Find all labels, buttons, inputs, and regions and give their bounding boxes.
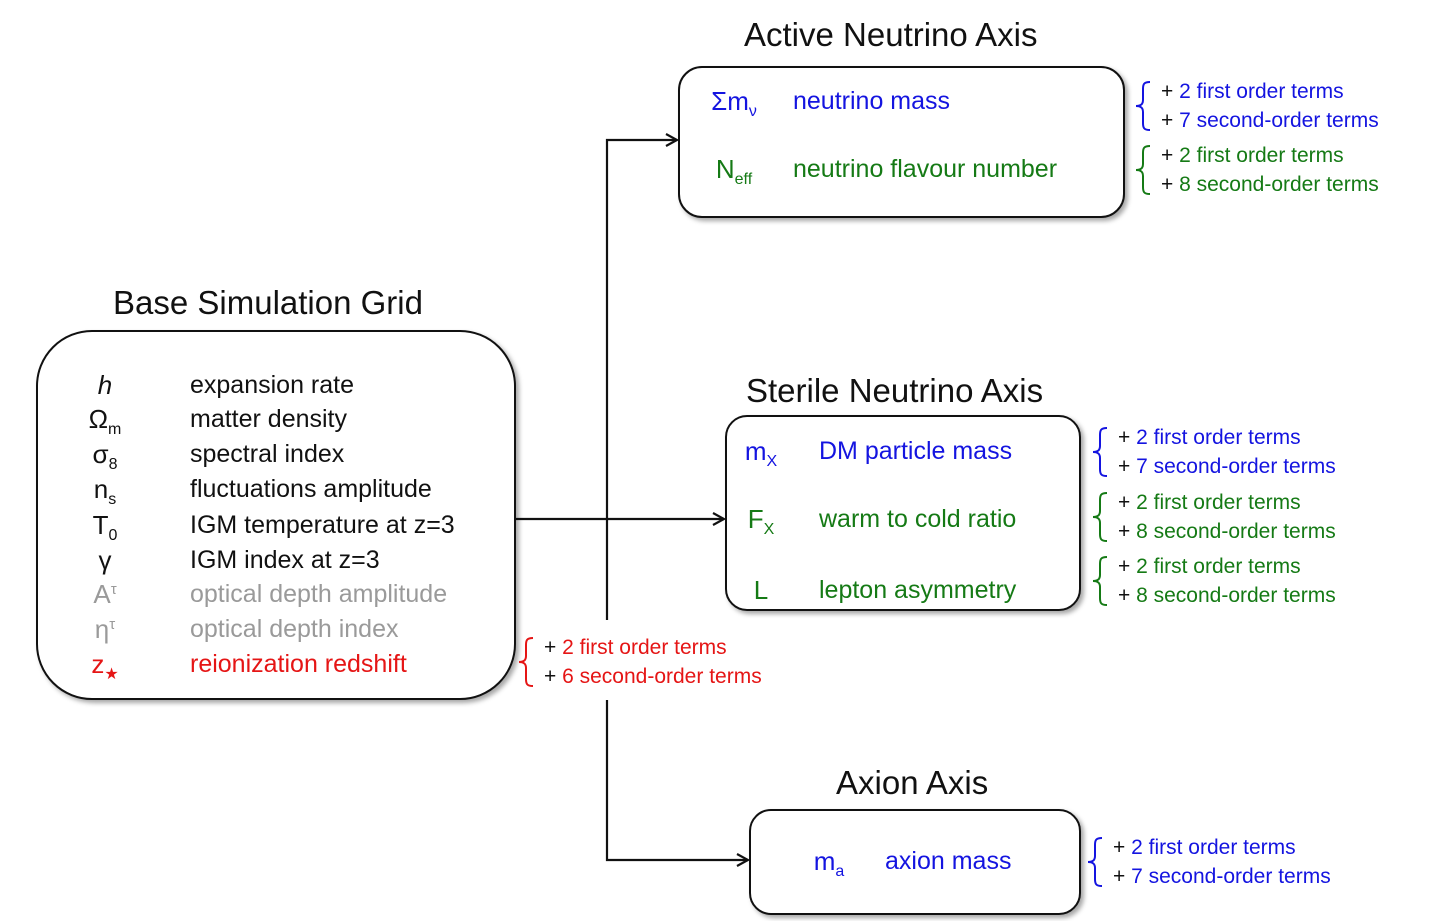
- param-symbol: FX: [747, 504, 775, 538]
- param-symbol: ns: [93, 474, 117, 508]
- axis-terms-list-brace: [1135, 81, 1151, 131]
- param-symbol: Ωm: [88, 404, 122, 438]
- param-description: expansion rate: [190, 371, 355, 399]
- param-symbol: L: [753, 575, 769, 605]
- plus-sign: +: [1161, 80, 1180, 103]
- axis-terms-list-brace: [1087, 837, 1103, 887]
- plus-sign: +: [1161, 173, 1180, 196]
- second-order-terms: 8 second-order terms: [1136, 584, 1336, 607]
- param-symbol: ητ: [94, 614, 116, 644]
- axis-terms-list-brace: [1092, 427, 1108, 477]
- param-description: IGM index at z=3: [190, 546, 380, 574]
- plus-sign: +: [1113, 836, 1132, 859]
- axis-terms-list: + 2 first order terms+ 7 second-order te…: [1113, 833, 1331, 891]
- param-symbol: z★: [91, 649, 119, 683]
- first-order-terms: 2 first order terms: [1136, 491, 1301, 514]
- axis-terms-list: + 2 first order terms+ 8 second-order te…: [1161, 141, 1379, 199]
- axion-axis-title: Axion Axis: [836, 764, 989, 801]
- param-symbol: T0: [92, 510, 118, 544]
- axis-terms-list: + 2 first order terms+ 8 second-order te…: [1118, 488, 1336, 546]
- param-description: lepton asymmetry: [819, 576, 1017, 604]
- base-grid-title: Base Simulation Grid: [113, 284, 423, 321]
- first-order-terms: 2 first order terms: [1136, 426, 1301, 449]
- param-symbol: ma: [813, 846, 845, 880]
- base-terms-list: + 2 first order terms+ 6 second-order te…: [544, 633, 762, 691]
- second-order-terms: 7 second-order terms: [1179, 109, 1379, 132]
- axion-axis-box: [749, 809, 1081, 915]
- param-description: warm to cold ratio: [819, 505, 1017, 533]
- param-description: spectral index: [190, 440, 345, 468]
- axis-terms-list-brace: [1092, 556, 1108, 606]
- axis-terms-list-brace: [1092, 492, 1108, 542]
- param-description: fluctuations amplitude: [190, 475, 432, 503]
- param-symbol: Neff: [715, 154, 753, 188]
- second-order-terms: 8 second-order terms: [1179, 173, 1379, 196]
- plus-sign: +: [1118, 455, 1137, 478]
- param-description: optical depth index: [190, 615, 399, 643]
- first-order-terms: 2 first order terms: [1131, 836, 1296, 859]
- param-symbol: mX: [744, 436, 778, 470]
- plus-sign: +: [1118, 426, 1137, 449]
- first-order-terms: 2 first order terms: [562, 636, 727, 659]
- plus-sign: +: [1161, 109, 1180, 132]
- second-order-terms: 6 second-order terms: [562, 665, 762, 688]
- param-symbol: h: [97, 370, 113, 400]
- param-description: IGM temperature at z=3: [190, 511, 455, 539]
- plus-sign: +: [1118, 491, 1137, 514]
- second-order-terms: 7 second-order terms: [1131, 865, 1331, 888]
- second-order-terms: 7 second-order terms: [1136, 455, 1336, 478]
- sterile-axis-box: [725, 415, 1081, 611]
- param-description: DM particle mass: [819, 437, 1013, 465]
- param-description: matter density: [190, 405, 348, 433]
- axis-terms-list: + 2 first order terms+ 7 second-order te…: [1161, 77, 1379, 135]
- axis-terms-list-brace: [1135, 145, 1151, 195]
- param-description: axion mass: [885, 847, 1012, 875]
- active-axis-box: [678, 66, 1125, 218]
- plus-sign: +: [1161, 144, 1180, 167]
- param-symbol: σ8: [92, 439, 118, 473]
- param-description: neutrino flavour number: [793, 155, 1058, 183]
- plus-sign: +: [544, 636, 563, 659]
- param-description: reionization redshift: [190, 650, 407, 678]
- param-symbol: Aτ: [93, 579, 117, 609]
- sterile-axis-title: Sterile Neutrino Axis: [746, 372, 1044, 409]
- active-axis-title: Active Neutrino Axis: [744, 16, 1038, 53]
- param-symbol: Σmν: [711, 86, 757, 120]
- first-order-terms: 2 first order terms: [1179, 80, 1344, 103]
- plus-sign: +: [544, 665, 563, 688]
- param-symbol: γ: [98, 545, 112, 575]
- plus-sign: +: [1113, 865, 1132, 888]
- plus-sign: +: [1118, 584, 1137, 607]
- second-order-terms: 8 second-order terms: [1136, 520, 1336, 543]
- base-grid-box: [36, 330, 516, 700]
- arrow-to-active: [605, 140, 677, 620]
- first-order-terms: 2 first order terms: [1136, 555, 1301, 578]
- param-description: optical depth amplitude: [190, 580, 448, 608]
- arrow-to-axion: [605, 700, 748, 860]
- axis-terms-list: + 2 first order terms+ 7 second-order te…: [1118, 423, 1336, 481]
- base-terms-list-brace: [518, 637, 534, 687]
- plus-sign: +: [1118, 520, 1137, 543]
- param-description: neutrino mass: [793, 87, 951, 115]
- first-order-terms: 2 first order terms: [1179, 144, 1344, 167]
- axis-terms-list: + 2 first order terms+ 8 second-order te…: [1118, 552, 1336, 610]
- plus-sign: +: [1118, 555, 1137, 578]
